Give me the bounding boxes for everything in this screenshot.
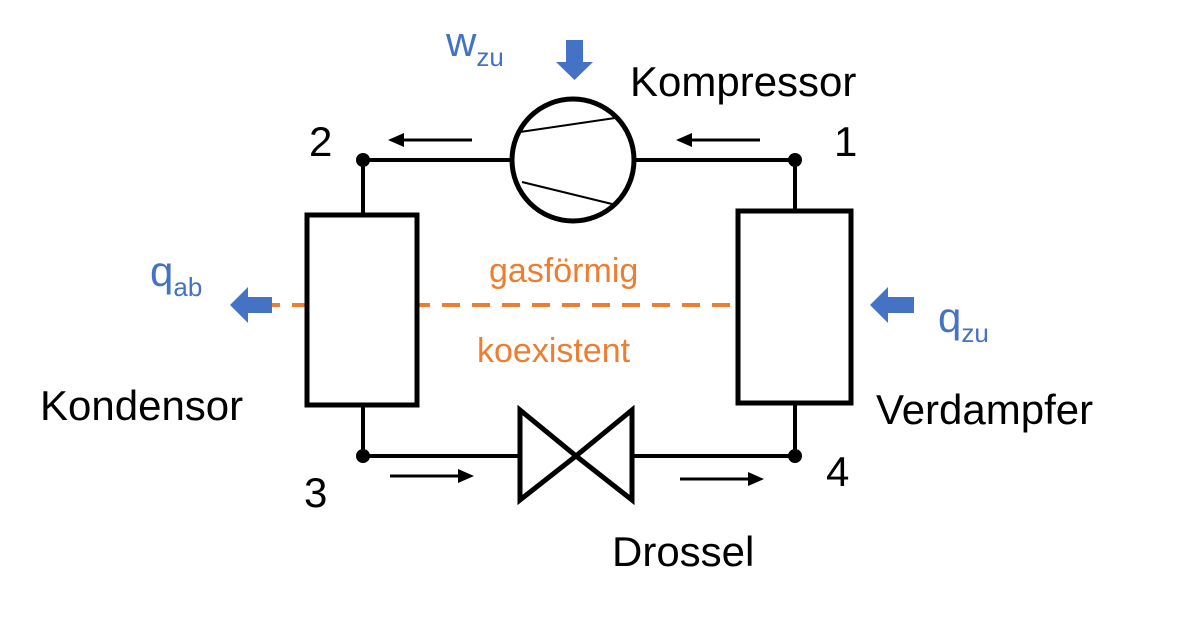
label-heat-out: qab bbox=[150, 248, 202, 302]
label-evaporator: Verdampfer bbox=[876, 386, 1093, 433]
arrow-left-icon bbox=[388, 133, 404, 147]
heat-out-arrow-icon bbox=[230, 287, 272, 323]
junction-dot-3 bbox=[356, 449, 370, 463]
label-heat-in: qzu bbox=[938, 294, 989, 348]
flow-arrow-bottom-left bbox=[390, 469, 474, 483]
flow-arrow-top-left bbox=[388, 133, 472, 147]
arrow-left-icon bbox=[676, 133, 692, 147]
junction-dot-1 bbox=[788, 153, 802, 167]
compressor-symbol bbox=[509, 96, 637, 224]
arrow-right-icon bbox=[748, 472, 764, 486]
label-phase-coexistent: koexistent bbox=[477, 332, 631, 370]
throttle-valve-symbol bbox=[517, 404, 635, 506]
flow-arrow-bottom-right bbox=[680, 472, 764, 486]
label-throttle: Drossel bbox=[612, 528, 754, 575]
work-in-arrow-icon bbox=[556, 40, 593, 80]
state-label-2: 2 bbox=[309, 118, 332, 165]
label-work-in: wzu bbox=[445, 18, 504, 72]
evaporator-box bbox=[735, 208, 854, 406]
junction-dot-4 bbox=[788, 449, 802, 463]
label-phase-gaseous: gasförmig bbox=[489, 252, 638, 290]
heat-in-arrow-icon bbox=[870, 287, 914, 323]
state-label-4: 4 bbox=[826, 448, 849, 495]
pipe-network bbox=[361, 158, 797, 458]
state-label-3: 3 bbox=[304, 469, 327, 516]
label-condenser: Kondensor bbox=[40, 382, 243, 429]
condenser-box bbox=[304, 212, 420, 408]
state-label-1: 1 bbox=[834, 118, 857, 165]
junction-dot-2 bbox=[356, 153, 370, 167]
flow-arrow-top-right bbox=[676, 133, 760, 147]
arrow-right-icon bbox=[458, 469, 474, 483]
label-compressor: Kompressor bbox=[630, 58, 856, 105]
